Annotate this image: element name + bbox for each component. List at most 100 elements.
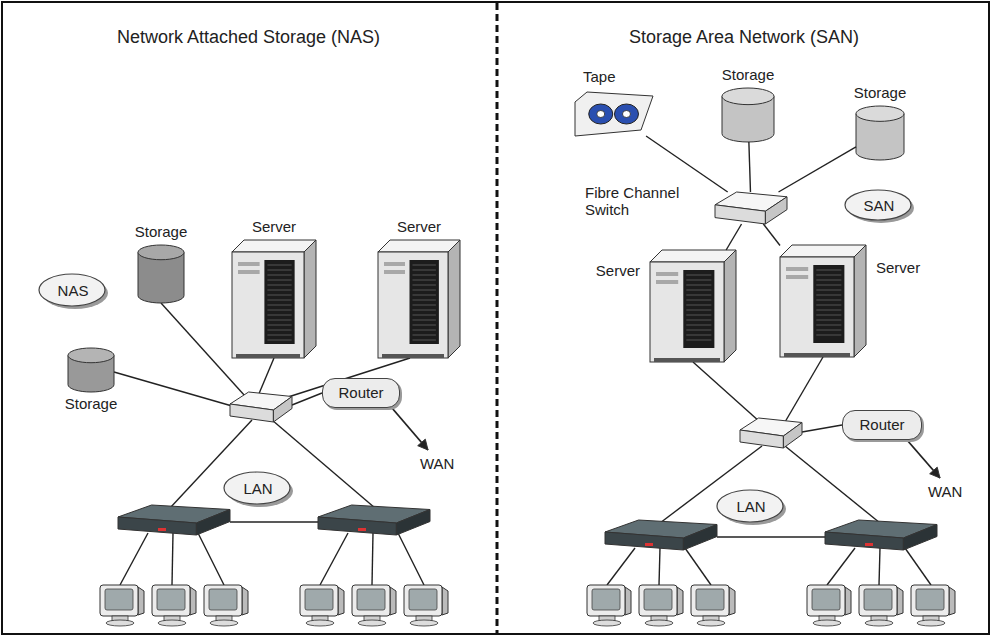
lan-switch-front — [740, 430, 783, 448]
server-top — [650, 250, 736, 262]
router-box: Router — [842, 410, 922, 440]
hub-link — [120, 533, 148, 585]
monitor-side — [625, 587, 631, 615]
hub-side — [683, 525, 717, 551]
server-vent — [686, 320, 711, 321]
server-bay — [786, 275, 808, 279]
server-vent — [816, 270, 841, 271]
hub-front — [825, 532, 903, 550]
server-node: Server — [650, 250, 736, 362]
connector-line — [749, 142, 751, 192]
device-label: Server — [596, 262, 640, 280]
monitor-case — [859, 585, 897, 616]
hub-link — [607, 548, 635, 585]
monitor-case — [352, 585, 390, 616]
fc-switch-front — [715, 205, 765, 224]
panel-title: Network Attached Storage (NAS) — [0, 26, 497, 48]
monitor-base — [106, 620, 134, 626]
lan-switch-front — [230, 404, 273, 422]
monitor-case — [691, 585, 729, 616]
server-node: Server — [232, 240, 316, 358]
server-panel — [264, 260, 294, 344]
server-vent — [686, 325, 711, 326]
device-label: Fibre Channel Switch — [585, 184, 705, 218]
tape-node: Tape — [575, 92, 653, 136]
hub-link — [320, 533, 348, 585]
server-vent — [816, 335, 841, 336]
hub-front — [605, 532, 683, 550]
monitor-base — [697, 620, 725, 626]
oval-shape — [717, 490, 783, 522]
server-vent — [413, 305, 436, 306]
server-vent — [267, 340, 291, 341]
server-node: Server — [378, 240, 460, 358]
storage-top — [138, 245, 184, 260]
server-vent — [816, 305, 841, 306]
link-line — [785, 357, 823, 422]
monitor-case — [639, 585, 677, 616]
monitor-case — [100, 585, 138, 616]
hub-side — [396, 510, 430, 536]
server-vent — [267, 280, 291, 281]
server-vent — [413, 315, 436, 316]
monitor-side — [897, 587, 903, 615]
server-vent — [816, 315, 841, 316]
tape-reel — [614, 104, 638, 124]
monitor-case — [152, 585, 190, 616]
server-vent — [816, 285, 841, 286]
lan-switch-side — [783, 423, 802, 449]
server-top — [378, 240, 460, 252]
device-label: Server — [252, 218, 296, 236]
server-vent — [413, 310, 436, 311]
monitor-case — [404, 585, 442, 616]
connector-line — [646, 136, 728, 192]
server-bay — [384, 270, 405, 274]
server-vent — [413, 300, 436, 301]
storage-top — [856, 106, 904, 121]
connector-line — [779, 147, 856, 192]
storage-top — [722, 88, 774, 105]
server-vent — [686, 330, 711, 331]
server-vent — [413, 280, 436, 281]
server-front — [232, 252, 304, 358]
device-label: Storage — [722, 66, 775, 84]
server-vent — [686, 280, 711, 281]
server-bay — [384, 262, 405, 266]
hub-link — [905, 548, 931, 585]
server-vent — [816, 325, 841, 326]
monitor-screen — [409, 589, 437, 610]
monitor-side — [845, 587, 851, 615]
monitor-base — [210, 620, 238, 626]
wan-arrow — [907, 440, 940, 478]
hub-link — [198, 533, 224, 585]
panel-band: Network Attached Storage (NAS)StorageSer… — [0, 0, 497, 636]
hub-link — [172, 533, 173, 585]
server-foot — [784, 353, 850, 357]
server-vent — [267, 285, 291, 286]
server-vent — [413, 325, 436, 326]
monitor-case — [911, 585, 949, 616]
server-vent — [413, 265, 436, 266]
monitor-side — [729, 587, 735, 615]
server-vent — [816, 310, 841, 311]
storage-top — [68, 348, 114, 363]
panel-band: Storage Area Network (SAN)TapeStorageSto… — [497, 0, 991, 636]
monitor-base — [917, 620, 945, 626]
device-label: Tape — [583, 68, 616, 86]
server-vent — [686, 300, 711, 301]
server-side — [724, 250, 736, 362]
storage-node: Storage — [856, 106, 904, 160]
monitor-side — [442, 587, 448, 615]
server-bay — [786, 267, 808, 271]
server-vent — [816, 300, 841, 301]
node-label: LAN — [736, 498, 765, 516]
tape-hub — [597, 111, 605, 118]
server-vent — [816, 275, 841, 276]
link-line — [292, 393, 322, 405]
server-vent — [413, 295, 436, 296]
server-vent — [267, 305, 291, 306]
server-bay — [656, 280, 678, 284]
wan-arrow — [392, 408, 428, 450]
